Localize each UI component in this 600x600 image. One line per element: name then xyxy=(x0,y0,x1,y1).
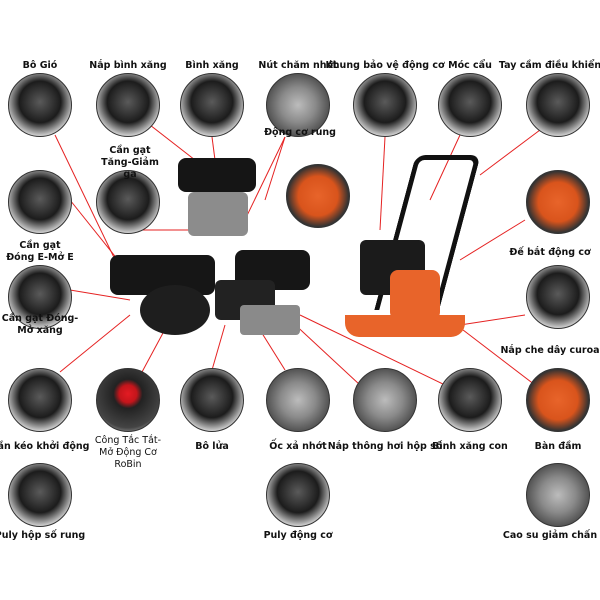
can-gat-xang-photo xyxy=(8,265,72,329)
engine-side-illustration xyxy=(215,250,315,335)
label-tay-cam: Tay cầm điều khiển xyxy=(498,60,600,71)
label-ban-dam: Bàn đầm xyxy=(534,441,582,452)
oc-xa-nhot-photo xyxy=(266,368,330,432)
label-cong-tac: Công Tắc Tắt-Mở Động Cơ RoBin xyxy=(94,435,162,470)
label-nap-thong-hoi: Nắp thông hơi hộp số xyxy=(327,441,443,452)
label-can-gat-e: Cần gạt Đóng E-Mở E xyxy=(6,240,74,263)
khung-bao-ve-photo xyxy=(353,73,417,137)
de-bat-photo xyxy=(526,170,590,234)
label-bo-gio: Bô Gió xyxy=(22,60,58,71)
tay-cam-photo xyxy=(526,73,590,137)
label-cao-su: Cao su giảm chấn xyxy=(502,530,598,541)
small-engine-illustration xyxy=(178,158,258,238)
cong-tac-photo xyxy=(96,368,160,432)
label-oc-xa-nhot: Ốc xả nhớt xyxy=(269,441,327,452)
label-can-keo: Cần kéo khởi động xyxy=(0,441,90,452)
binh-xang-photo xyxy=(180,73,244,137)
label-puly-dong-co: Puly động cơ xyxy=(263,530,333,541)
binh-xang-con-photo xyxy=(438,368,502,432)
nap-thong-hoi-photo xyxy=(353,368,417,432)
label-binh-xang: Bình xăng xyxy=(185,60,239,71)
engine-front-illustration xyxy=(110,255,220,335)
label-binh-xang-con: Bình xăng con xyxy=(432,441,508,452)
moc-cau-photo xyxy=(438,73,502,137)
label-nap-che-curoa: Nắp che dây curoa xyxy=(500,345,600,356)
nap-che-curoa-photo xyxy=(526,265,590,329)
cao-su-photo xyxy=(526,463,590,527)
label-puly-hop-so: Puly hộp số rung xyxy=(0,530,86,541)
can-gat-e-photo xyxy=(8,170,72,234)
label-dong-co-rung: Động cơ rung xyxy=(264,127,336,138)
label-moc-cau: Móc cẩu xyxy=(448,60,492,71)
nut-cham-nhot-photo xyxy=(266,73,330,137)
label-bo-lua: Bô lửa xyxy=(195,441,229,452)
label-nap-binh-xang: Nắp bình xăng xyxy=(89,60,167,71)
nap-binh-xang-photo xyxy=(96,73,160,137)
label-khung-bao-ve: Khung bảo vệ động cơ xyxy=(325,60,445,71)
dong-co-rung-photo xyxy=(286,164,350,228)
puly-dong-co-photo xyxy=(266,463,330,527)
label-can-gat-ga: Cần gạt Tăng-Giảm ga xyxy=(101,145,159,180)
label-nut-cham-nhot: Nút chăm nhớt xyxy=(258,60,338,71)
ban-dam-photo xyxy=(526,368,590,432)
puly-hop-so-photo xyxy=(8,463,72,527)
bo-gio-photo xyxy=(8,73,72,137)
label-can-gat-xang: Cần gạt Đóng-Mở xăng xyxy=(1,313,79,336)
bo-lua-photo xyxy=(180,368,244,432)
can-gat-ga-photo xyxy=(96,170,160,234)
plate-compactor-illustration xyxy=(340,155,481,345)
can-keo-photo xyxy=(8,368,72,432)
label-de-bat: Đế bắt động cơ xyxy=(509,247,591,258)
